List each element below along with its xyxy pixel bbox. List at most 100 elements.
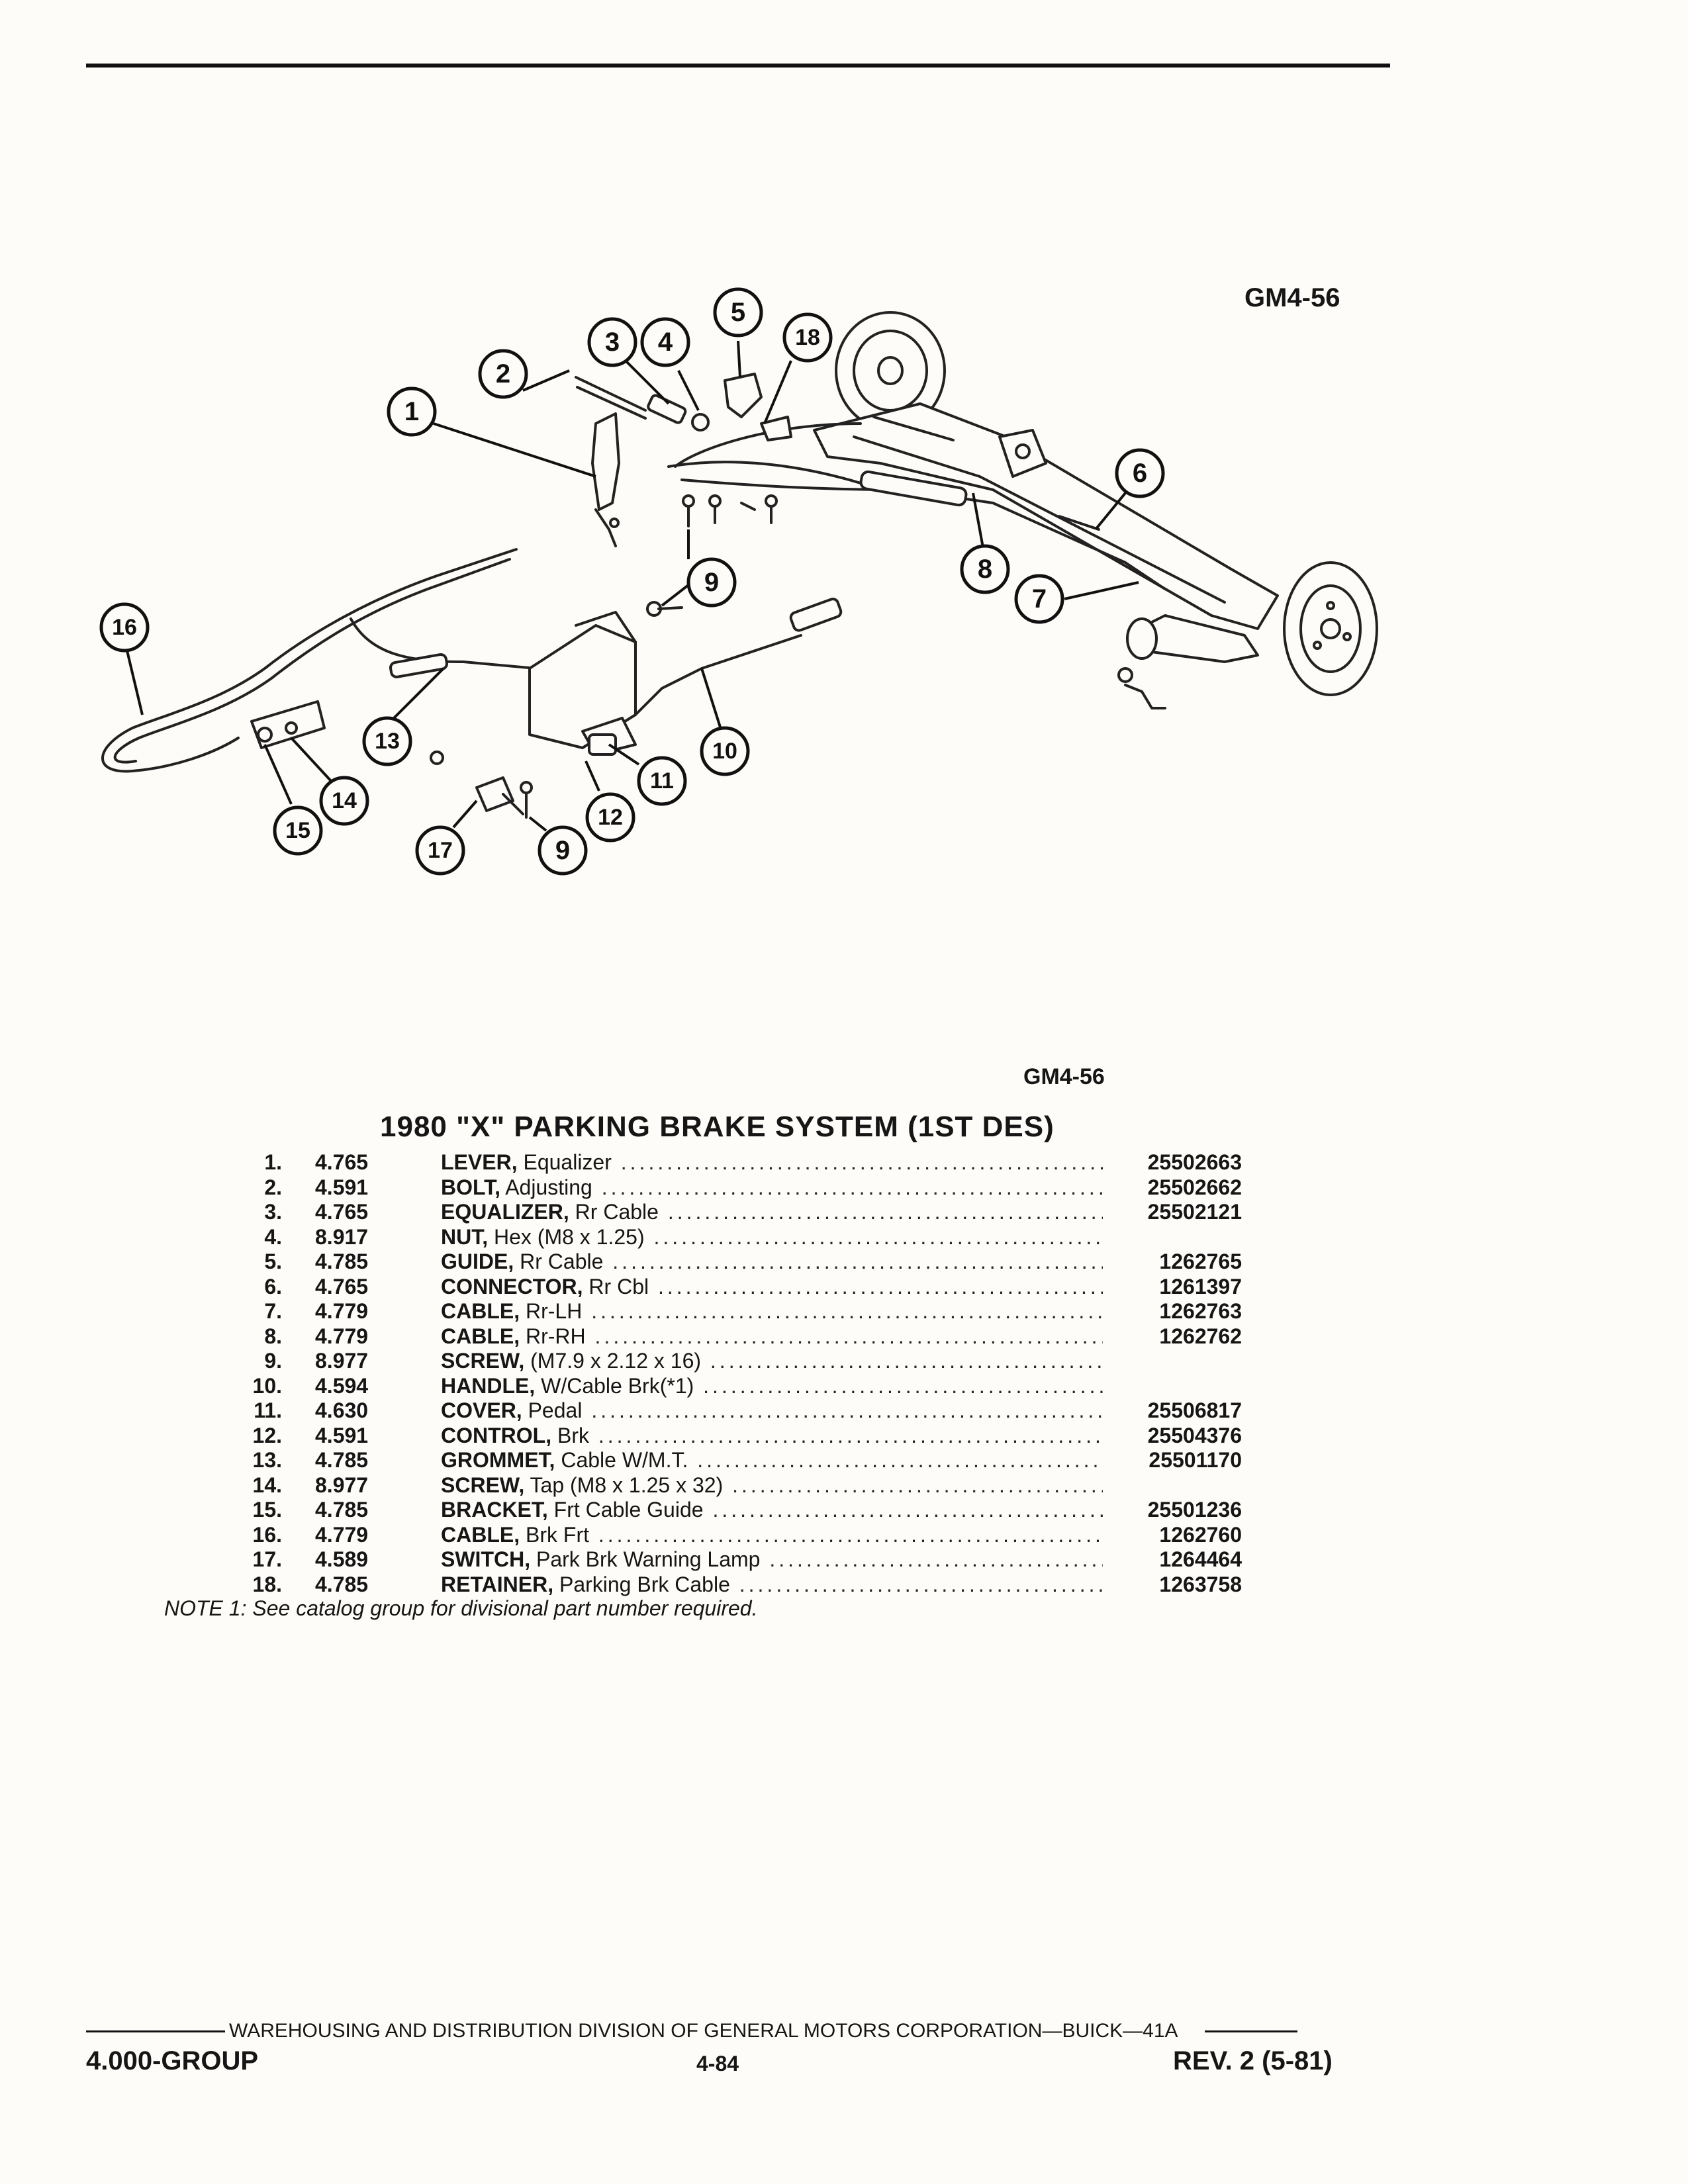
part-name: BRACKET, [441,1498,548,1522]
dot-leader: ........................................… [612,1250,1103,1273]
page-number: 4-84 [696,2052,739,2075]
footer-division-text: WAREHOUSING AND DISTRIBUTION DIVISION OF… [229,2020,1178,2042]
part-number: 1262762 [1159,1324,1242,1348]
svg-text:6: 6 [1133,459,1147,488]
group-number: 4.630 [315,1398,369,1422]
svg-text:3: 3 [605,328,620,357]
part-name: CABLE, [441,1324,520,1348]
callout-5: 5 [713,287,763,338]
svg-text:9: 9 [704,568,719,597]
part-description: SCREW, (M7.9 x 2.12 x 16) ..............… [441,1349,1103,1373]
item-number: 17. [252,1547,282,1571]
part-detail: Brk Frt [526,1522,589,1547]
part-detail: Hex (M8 x 1.25) [494,1224,645,1249]
dot-leader: ........................................… [591,1398,1103,1422]
callout-10: 10 [700,726,750,776]
control-bracket [250,598,843,819]
exploded-parts-diagram: 1 2 3 4 5 18 6 9 8 7 16 13 10 14 11 12 1… [99,287,1378,876]
part-description: GUIDE, Rr Cable ........................… [441,1250,1103,1274]
item-number: 5. [264,1250,282,1273]
svg-text:11: 11 [650,768,674,794]
part-name: EQUALIZER, [441,1200,569,1224]
part-detail: Pedal [528,1398,583,1422]
footer-rule-left [86,2030,225,2032]
callout-17: 17 [415,825,465,876]
group-number: 4.785 [315,1572,369,1596]
part-detail: Cable W/M.T. [561,1448,688,1472]
part-name: SCREW, [441,1473,525,1497]
svg-text:18: 18 [795,325,820,350]
figure-code-top: GM4-56 [1244,283,1340,312]
footer-group: 4.000-GROUP [86,2046,259,2075]
parts-row: 5. 4.785 GUIDE, Rr Cable .................… [159,1250,1244,1275]
item-number: 10. [252,1373,282,1398]
part-description: CABLE, Rr-LH ...........................… [441,1299,1103,1324]
part-detail: Adjusting [505,1175,592,1199]
callout-16: 16 [99,602,150,653]
item-number: 13. [252,1448,282,1472]
footer-division-line: WAREHOUSING AND DISTRIBUTION DIVISION OF… [86,2020,1360,2042]
part-number: 25506817 [1147,1398,1242,1422]
item-number: 7. [264,1299,282,1323]
dot-leader: ........................................… [620,1150,1103,1174]
dot-leader: ........................................… [739,1572,1103,1596]
figure-code-bottom: GM4-56 [1023,1064,1105,1089]
part-detail: (M7.9 x 2.12 x 16) [530,1349,702,1373]
part-detail: Rr Cbl [588,1274,649,1298]
dot-leader: ........................................… [732,1473,1103,1497]
callout-9-top: 9 [686,557,737,608]
top-rule [86,64,1390,68]
item-number: 9. [264,1349,282,1373]
svg-text:17: 17 [428,838,453,863]
rear-axle [813,311,1378,709]
svg-text:12: 12 [598,805,623,830]
front-cable [101,548,538,773]
part-number: 1264464 [1159,1547,1242,1571]
part-detail: W/Cable Brk(*1) [541,1373,694,1398]
item-number: 15. [252,1498,282,1522]
part-description: RETAINER, Parking Brk Cable ............… [441,1572,1103,1597]
group-number: 4.785 [315,1498,369,1522]
part-number: 1262760 [1159,1522,1242,1547]
group-number: 4.779 [315,1522,369,1547]
part-description: SWITCH, Park Brk Warning Lamp ..........… [441,1547,1103,1572]
parts-list-title: 1980 "X" PARKING BRAKE SYSTEM (1ST DES) [380,1111,1055,1143]
dot-leader: ........................................… [598,1522,1103,1547]
dot-leader: ........................................… [712,1498,1103,1522]
svg-text:15: 15 [285,818,310,843]
part-name: LEVER, [441,1150,518,1174]
part-detail: Parking Brk Cable [559,1572,730,1596]
group-number: 4.591 [315,1423,369,1447]
item-number: 8. [264,1324,282,1348]
callout-11: 11 [637,756,687,806]
part-description: NUT, Hex (M8 x 1.25) ...................… [441,1225,1103,1250]
item-number: 2. [264,1175,282,1199]
part-name: COVER, [441,1398,522,1422]
group-number: 4.765 [315,1274,369,1298]
part-detail: Rr Cable [520,1250,604,1273]
item-number: 6. [264,1274,282,1298]
part-name: SCREW, [441,1349,525,1373]
part-number: 25502121 [1147,1200,1242,1224]
part-number: 1262763 [1159,1299,1242,1323]
item-number: 16. [252,1522,282,1547]
dot-leader: ........................................… [710,1349,1103,1373]
part-name: GUIDE, [441,1250,514,1273]
part-name: CONTROL, [441,1423,552,1447]
part-name: CONNECTOR, [441,1274,583,1298]
group-number: 4.785 [315,1250,369,1273]
part-detail: Equalizer [523,1150,612,1174]
callout-6: 6 [1115,448,1165,498]
part-number: 25504376 [1147,1423,1242,1447]
part-detail: Rr Cable [575,1200,659,1224]
dot-leader: ........................................… [697,1448,1103,1472]
dot-leader: ........................................… [653,1224,1103,1249]
